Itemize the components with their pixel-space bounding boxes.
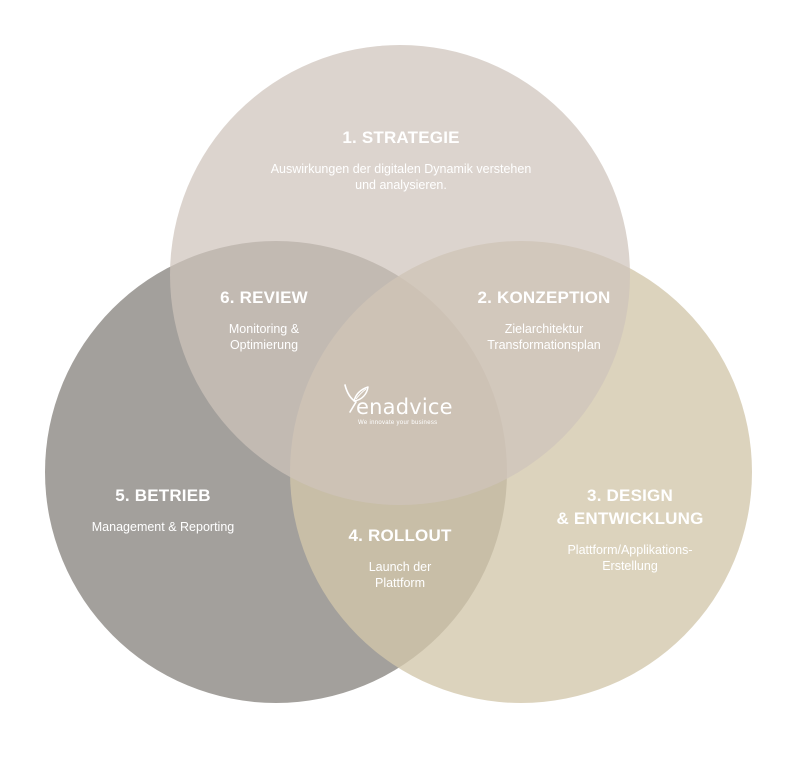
- enadvice-logo: enadvice We innovate your business: [342, 383, 454, 429]
- phase-konzeption: 2. KONZEPTION Zielarchitektur Transforma…: [478, 286, 611, 353]
- logo-wordmark: enadvice: [356, 395, 453, 419]
- phase-design: 3. DESIGN & ENTWICKLUNG Plattform/Applik…: [556, 484, 703, 574]
- phase-strategie-title: 1. STRATEGIE: [342, 128, 460, 147]
- phase-review: 6. REVIEW Monitoring & Optimierung: [220, 286, 308, 353]
- circle-strategie: [170, 45, 630, 505]
- phase-konzeption-title: 2. KONZEPTION: [477, 288, 611, 307]
- phase-rollout-title: 4. ROLLOUT: [348, 526, 452, 545]
- phase-betrieb: 5. BETRIEB Management & Reporting: [92, 484, 234, 535]
- leaf-icon: [344, 384, 369, 413]
- phase-review-title: 6. REVIEW: [220, 288, 308, 307]
- logo-tagline: We innovate your business: [358, 420, 438, 426]
- phase-rollout: 4. ROLLOUT Launch der Plattform: [348, 524, 451, 591]
- phase-design-desc: Plattform/Applikations- Erstellung: [567, 543, 693, 573]
- phase-rollout-desc: Launch der Plattform: [368, 560, 432, 590]
- phase-design-title: 3. DESIGN & ENTWICKLUNG: [556, 486, 704, 528]
- phase-strategie: 1. STRATEGIE Auswirkungen der digitalen …: [271, 126, 532, 193]
- phase-betrieb-desc: Management & Reporting: [91, 520, 235, 534]
- phase-strategie-desc: Auswirkungen der digitalen Dynamik verst…: [270, 162, 532, 192]
- phase-review-desc: Monitoring & Optimierung: [228, 322, 300, 352]
- phase-betrieb-title: 5. BETRIEB: [115, 486, 211, 505]
- phase-konzeption-desc: Zielarchitektur Transformationsplan: [487, 322, 601, 352]
